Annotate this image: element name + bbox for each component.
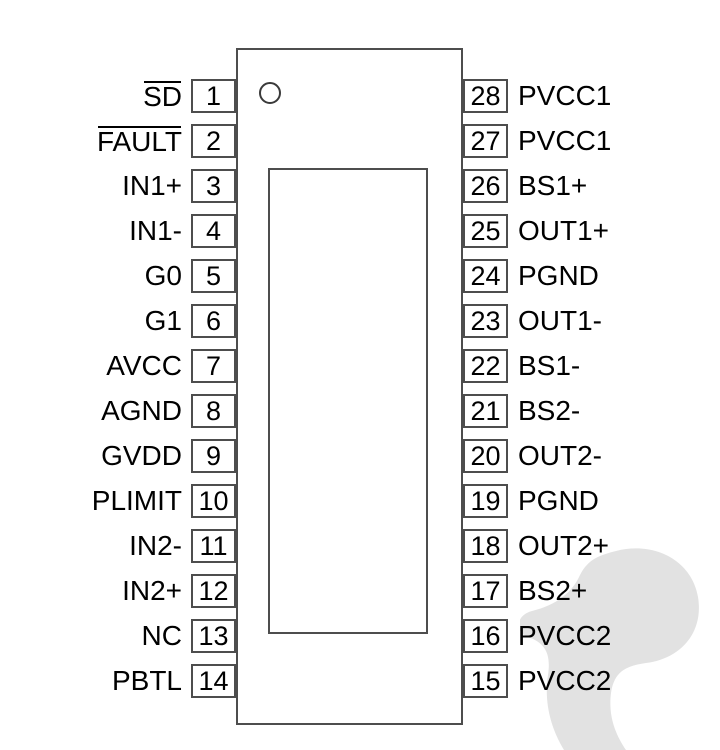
- pin-number-box: 15: [463, 664, 508, 698]
- pin-row: 25 OUT1+: [463, 214, 720, 248]
- pin-row: IN2+ 12: [0, 574, 236, 608]
- pin-row: FAULT 2: [0, 124, 236, 158]
- pin-row: 26 BS1+: [463, 169, 720, 203]
- pin-signal-label: FAULT: [96, 126, 182, 157]
- pin-row: 15 PVCC2: [463, 664, 720, 698]
- pin-signal-label: OUT1-: [518, 305, 602, 336]
- pin-row: 27 PVCC1: [463, 124, 720, 158]
- pin-signal-label: BS2+: [518, 575, 588, 606]
- pin-signal-label: OUT2-: [518, 440, 602, 471]
- pin-signal-label: PVCC1: [518, 125, 612, 156]
- pin-signal-label: NC: [141, 620, 182, 651]
- pin-signal-label: IN2-: [129, 530, 182, 561]
- pin-row: G0 5: [0, 259, 236, 293]
- pin-row: GVDD 9: [0, 439, 236, 473]
- pin-row: 21 BS2-: [463, 394, 720, 428]
- pin1-index-circle-icon: [259, 82, 281, 104]
- pin-number-box: 5: [191, 259, 236, 293]
- pin-number-box: 24: [463, 259, 508, 293]
- pin-row: IN2- 11: [0, 529, 236, 563]
- pin-row: 22 BS1-: [463, 349, 720, 383]
- pin-signal-label: PVCC1: [518, 80, 612, 111]
- pin-signal-label: G0: [144, 260, 182, 291]
- pin-signal-label: IN1-: [129, 215, 182, 246]
- pin-number-box: 6: [191, 304, 236, 338]
- pin-row: PBTL 14: [0, 664, 236, 698]
- pin-row: 24 PGND: [463, 259, 720, 293]
- pin-row: 16 PVCC2: [463, 619, 720, 653]
- pin-row: IN1- 4: [0, 214, 236, 248]
- pin-number-box: 4: [191, 214, 236, 248]
- pin-row: 17 BS2+: [463, 574, 720, 608]
- pin-number-box: 2: [191, 124, 236, 158]
- thermal-pad-outline: [268, 168, 428, 634]
- pin-row: 28 PVCC1: [463, 79, 720, 113]
- pin-signal-label: BS1+: [518, 170, 588, 201]
- pin-signal-label: IN1+: [122, 170, 182, 201]
- pin-number-box: 10: [191, 484, 236, 518]
- pin-row: 20 OUT2-: [463, 439, 720, 473]
- pin-number-box: 7: [191, 349, 236, 383]
- pin-row: PLIMIT 10: [0, 484, 236, 518]
- pin-signal-label: G1: [144, 305, 182, 336]
- pin-signal-label: PBTL: [111, 665, 182, 696]
- pin-row: NC 13: [0, 619, 236, 653]
- pin-signal-label: BS2-: [518, 395, 581, 426]
- pin-row: IN1+ 3: [0, 169, 236, 203]
- pin-number-box: 11: [191, 529, 236, 563]
- pin-signal-label: OUT2+: [518, 530, 610, 561]
- pin-number-box: 25: [463, 214, 508, 248]
- pin-number-box: 12: [191, 574, 236, 608]
- pin-row: SD 1: [0, 79, 236, 113]
- pin-signal-label: AVCC: [106, 350, 182, 381]
- pin-signal-label: OUT1+: [518, 215, 610, 246]
- pin-number-box: 14: [191, 664, 236, 698]
- pin-number-box: 8: [191, 394, 236, 428]
- pin-number-box: 16: [463, 619, 508, 653]
- pin-number-box: 18: [463, 529, 508, 563]
- pin-number-box: 23: [463, 304, 508, 338]
- pin-number-box: 1: [191, 79, 236, 113]
- pin-number-box: 9: [191, 439, 236, 473]
- pin-number-box: 27: [463, 124, 508, 158]
- pin-number-box: 26: [463, 169, 508, 203]
- pin-row: 23 OUT1-: [463, 304, 720, 338]
- pin-signal-label: PVCC2: [518, 620, 612, 651]
- pin-signal-label: PGND: [518, 260, 599, 291]
- pin-signal-label: SD: [143, 81, 182, 112]
- pin-number-box: 13: [191, 619, 236, 653]
- pin-number-box: 21: [463, 394, 508, 428]
- pin-row: 19 PGND: [463, 484, 720, 518]
- pin-signal-label: GVDD: [101, 440, 182, 471]
- pin-number-box: 20: [463, 439, 508, 473]
- pin-row: AGND 8: [0, 394, 236, 428]
- pin-number-box: 22: [463, 349, 508, 383]
- pin-signal-label: BS1-: [518, 350, 581, 381]
- pin-signal-label: IN2+: [122, 575, 182, 606]
- pin-signal-label: PLIMIT: [91, 485, 182, 516]
- pin-number-box: 17: [463, 574, 508, 608]
- pin-signal-label: PVCC2: [518, 665, 612, 696]
- pin-number-box: 3: [191, 169, 236, 203]
- pin-row: G1 6: [0, 304, 236, 338]
- pin-number-box: 28: [463, 79, 508, 113]
- pin-row: AVCC 7: [0, 349, 236, 383]
- pin-number-box: 19: [463, 484, 508, 518]
- pin-signal-label: AGND: [101, 395, 182, 426]
- pin-row: 18 OUT2+: [463, 529, 720, 563]
- pin-signal-label: PGND: [518, 485, 599, 516]
